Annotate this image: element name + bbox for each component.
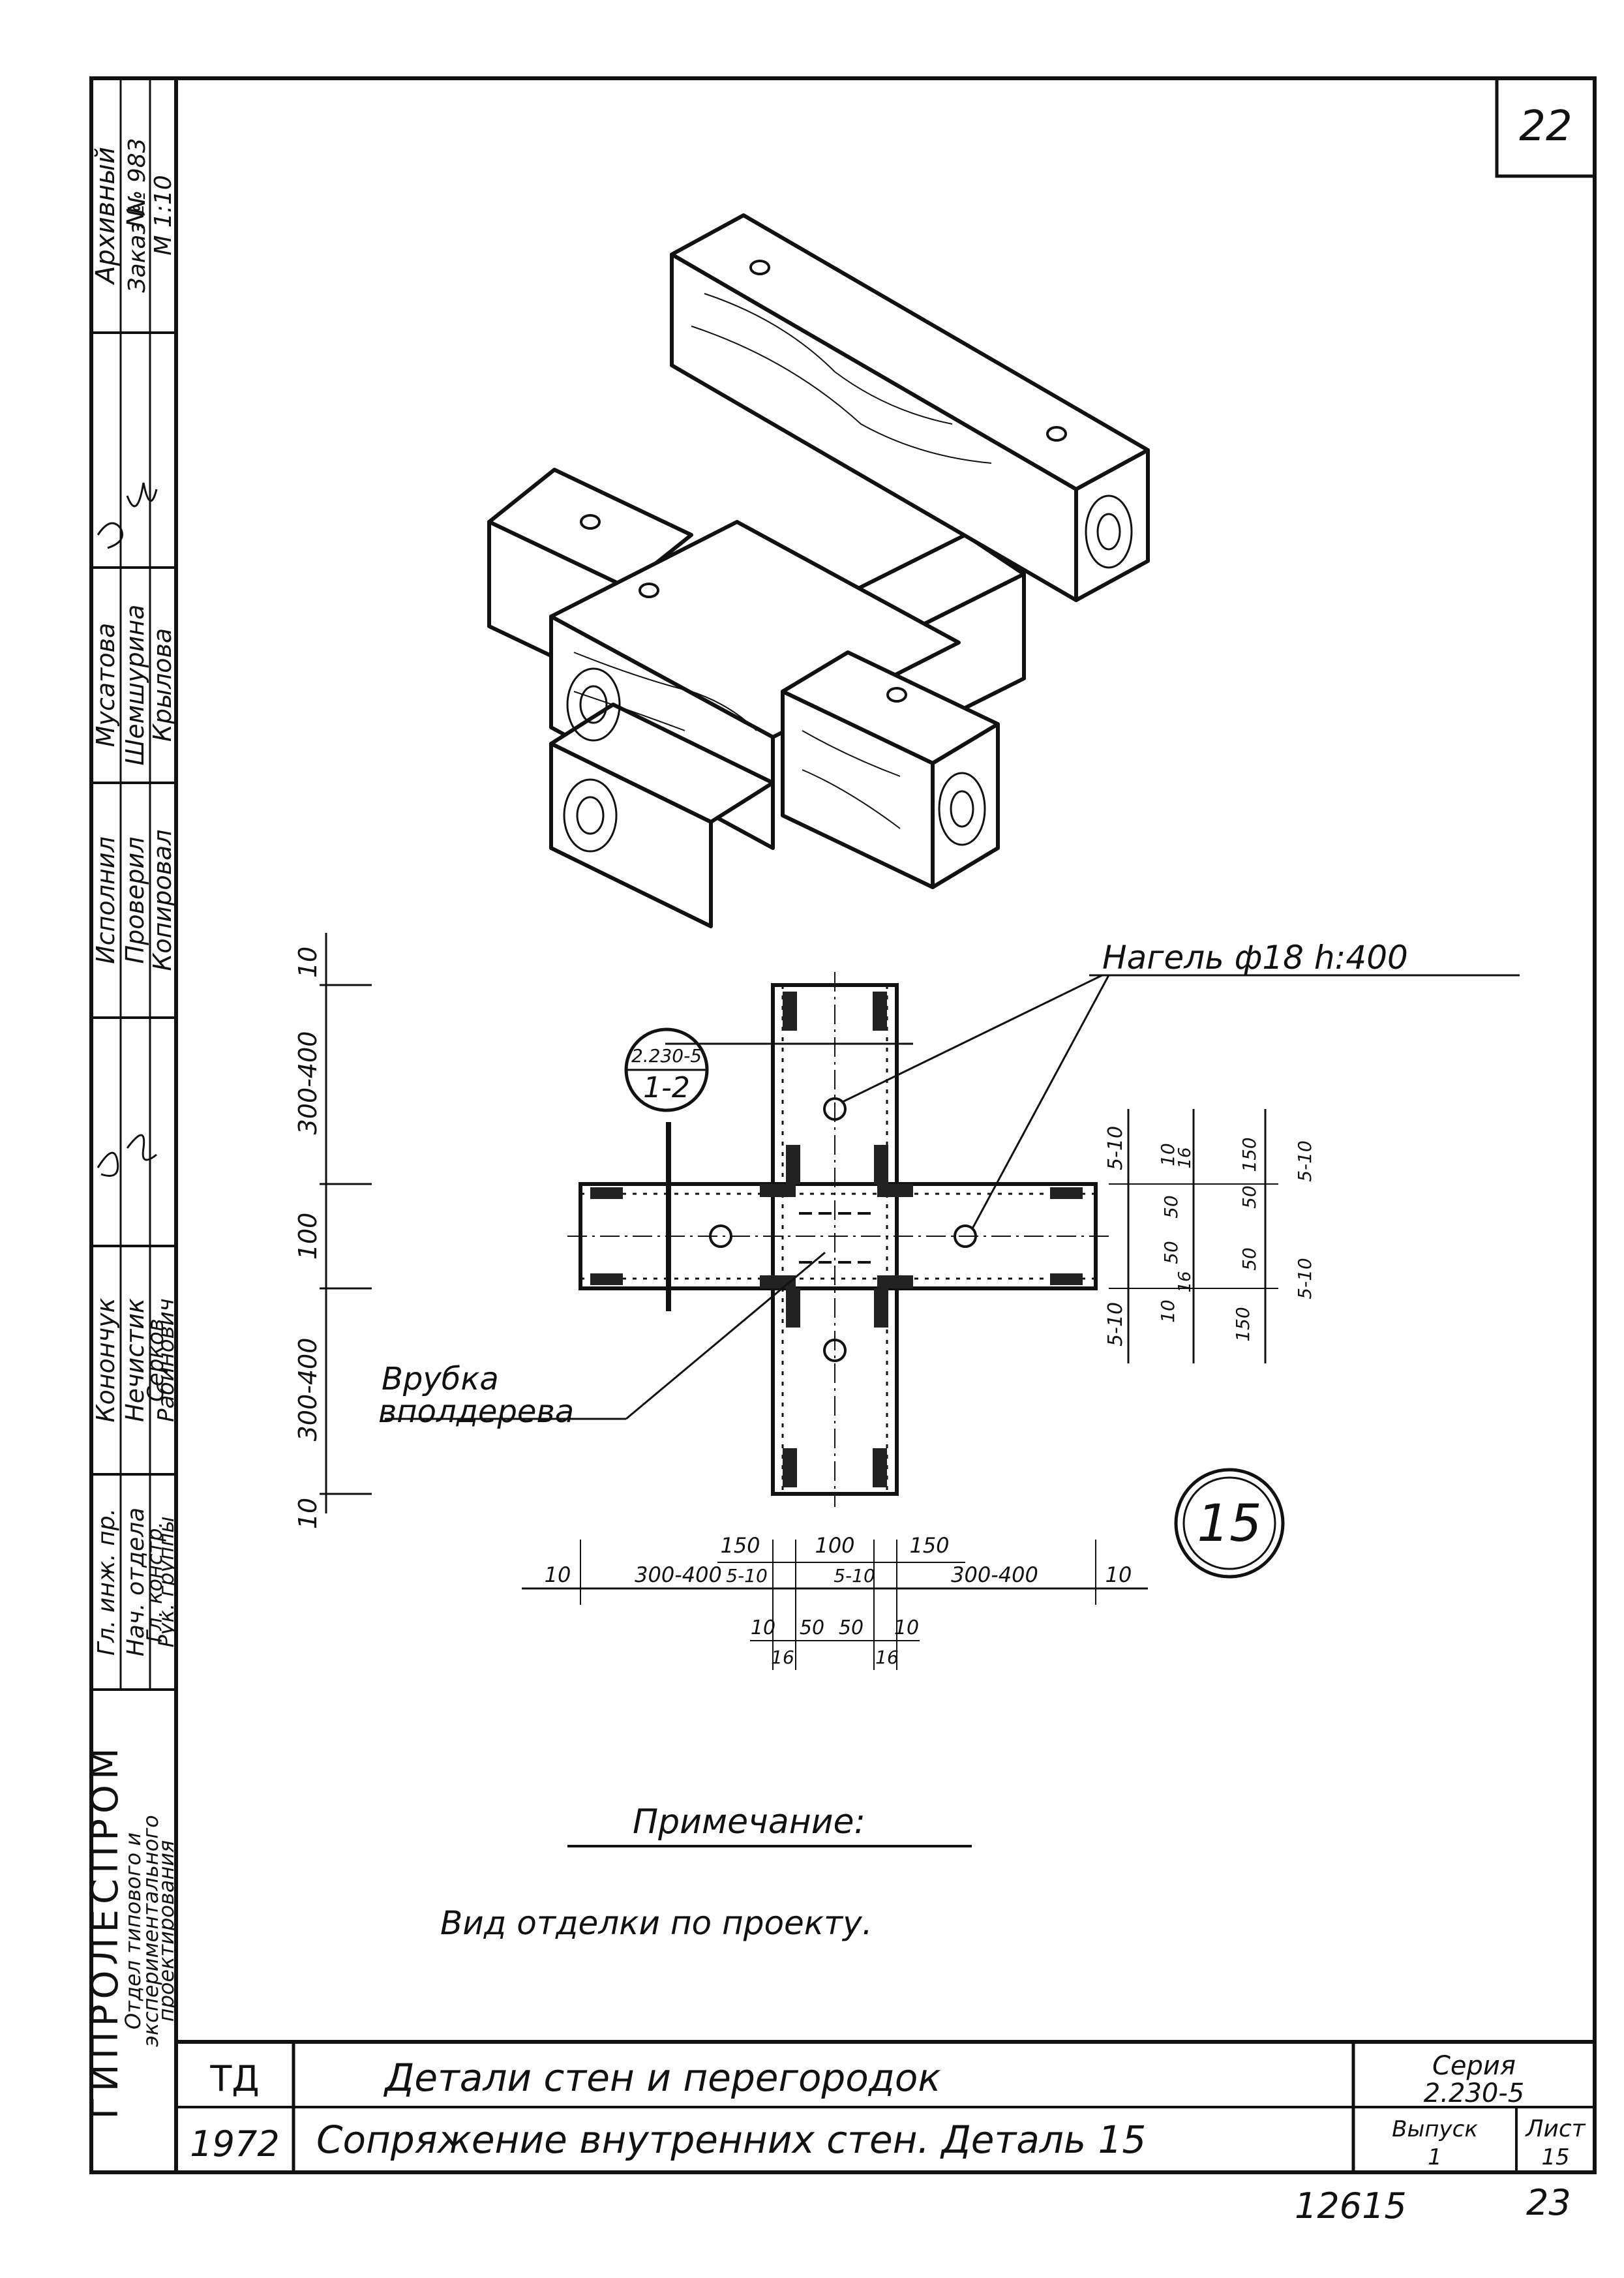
joint-label-1: Врубка [382,1361,499,1397]
archive-scale: М 1:10 [150,175,177,255]
rdim-0: 5-10 [1104,1126,1127,1170]
title-sub: Сопряжение внутренних стен. Деталь 15 [316,2118,1146,2162]
bdim3-3: 10 [894,1617,919,1639]
bdim4-1: 16 [875,1647,899,1668]
sheet-number-top: 22 [1519,102,1572,151]
stamp-role-1: Нач. отдела [123,1508,149,1656]
rdim-2: 16 [1175,1147,1195,1168]
title-code: ТД [209,2058,259,2099]
bdim2-3: 5-10 [834,1565,875,1587]
note: Примечание: Вид отделки по проекту. [440,1802,972,1942]
sheet-number-box [1495,76,1597,178]
bottom-dimensions: 150 100 150 10 300-400 5-10 5-10 300-400… [522,1533,1148,1670]
annotations: Нагель ф18 h:400 Врубка вполдерева [378,939,1520,1430]
sheet-value: 15 [1541,2144,1569,2170]
rdim-6: 10 [1157,1299,1179,1323]
series-label: Серия [1432,2051,1516,2081]
rdim-13: 5-10 [1294,1258,1316,1299]
archive-label: Архивный [91,147,121,286]
bearing-pads [590,992,1083,1487]
footer-page: 23 [1526,2182,1571,2223]
stamp-name2-3: Крылова [148,628,177,742]
vertical-dimensions: 10 300-400 100 300-400 10 [293,933,372,1529]
rdim-11: 50 [1239,1247,1260,1271]
bdim1-1: 100 [815,1533,854,1558]
stamp-dept-2: экспериментального [138,1815,163,2046]
stamp-role-2: Гл. констр. [142,1521,167,1642]
rdim-4: 50 [1160,1241,1182,1264]
note-text: Вид отделки по проекту. [440,1904,873,1942]
vdim-0: 10 [293,947,322,978]
bdim4-0: 16 [771,1647,794,1668]
bdim2-5: 10 [1105,1562,1132,1587]
bdim2-2: 5-10 [726,1565,768,1587]
stamp-name-0: Конончук [91,1298,120,1422]
stamp-dept-1: Отдел типового и [121,1832,145,2029]
ref-bubble-top: 2.230-5 [631,1045,702,1067]
isometric-view [487,213,1150,928]
detail-number: 15 [1174,1468,1285,1579]
vdim-1: 300-400 [293,1031,322,1135]
dowel-label: Нагель ф18 h:400 [1102,939,1408,977]
bdim2-1: 300-400 [635,1562,722,1587]
signature-1 [97,482,158,549]
bdim3-1: 50 [800,1617,824,1639]
bdim3-0: 10 [751,1617,775,1639]
stamp-role-3: Рук. группы [154,1516,179,1647]
archive-order: Заказ № 983 [124,138,151,292]
vertical-stamp: Архивный № Заказ № 983 М 1:10 Мусатова Ш… [84,78,179,2174]
stamp-name2-1: Шемшурина [121,605,149,766]
issue-value: 1 [1428,2144,1442,2170]
stamp-name2-0: Мусатова [91,623,120,748]
bdim2-0: 10 [545,1562,571,1587]
rdim-1: 10 [1157,1143,1179,1166]
ref-bubble-bottom: 1-2 [643,1071,690,1104]
bdim1-0: 150 [720,1533,760,1558]
stamp-role2-3: Копировал [148,829,177,971]
stamp-name-3: Рабинович [153,1298,179,1422]
rdim-9: 50 [1239,1185,1260,1209]
stamp-role2-1: Проверил [121,837,149,964]
stamp-dept-3: проектирования [154,1840,179,2022]
outer-frame [89,76,1597,2174]
bdim2-4: 300-400 [951,1562,1038,1587]
title-block: ТД 1972 Детали стен и перегородок Сопряж… [176,2040,1595,2172]
reference-bubble: 2.230-5 1-2 [624,1027,709,1112]
rdim-7: 5-10 [1104,1302,1127,1346]
title-year: 1972 [190,2123,279,2164]
bdim3-2: 50 [839,1617,864,1639]
archive-number-label: № [123,203,149,228]
right-dimensions: 5-10 10 16 50 50 16 10 5-10 150 50 150 5… [1104,1109,1316,1363]
rdim-3: 50 [1160,1195,1182,1219]
stamp-role-0: Гл. инж. пр. [93,1508,120,1656]
rdim-10: 150 [1232,1307,1254,1341]
detail-number-text: 15 [1197,1495,1261,1553]
stamp-name-1: Нечистик [121,1298,149,1422]
joint-label-2: вполдерева [378,1393,574,1430]
footer-inventory: 12615 [1295,2185,1407,2226]
rdim-8: 150 [1239,1137,1260,1172]
issue-label: Выпуск [1392,2116,1478,2142]
stamp-name-2: Серков [143,1318,169,1402]
signature-2 [97,1134,157,1177]
note-title: Примечание: [633,1802,865,1842]
vdim-3: 300-400 [293,1338,322,1442]
rdim-5: 16 [1175,1271,1195,1292]
bdim1-2: 150 [909,1533,949,1558]
stamp-org: ГИПРОЛЕСПРОМ [84,1743,127,2119]
vdim-2: 100 [293,1213,322,1260]
plan-view [567,972,1109,1507]
series-value: 2.230-5 [1424,2078,1524,2108]
rdim-12: 5-10 [1294,1140,1316,1182]
vdim-4: 10 [293,1498,322,1529]
stamp-role2-0: Исполнил [91,836,120,964]
title-main: Детали стен и перегородок [383,2056,940,2100]
sheet-label: Лист [1524,2116,1586,2142]
